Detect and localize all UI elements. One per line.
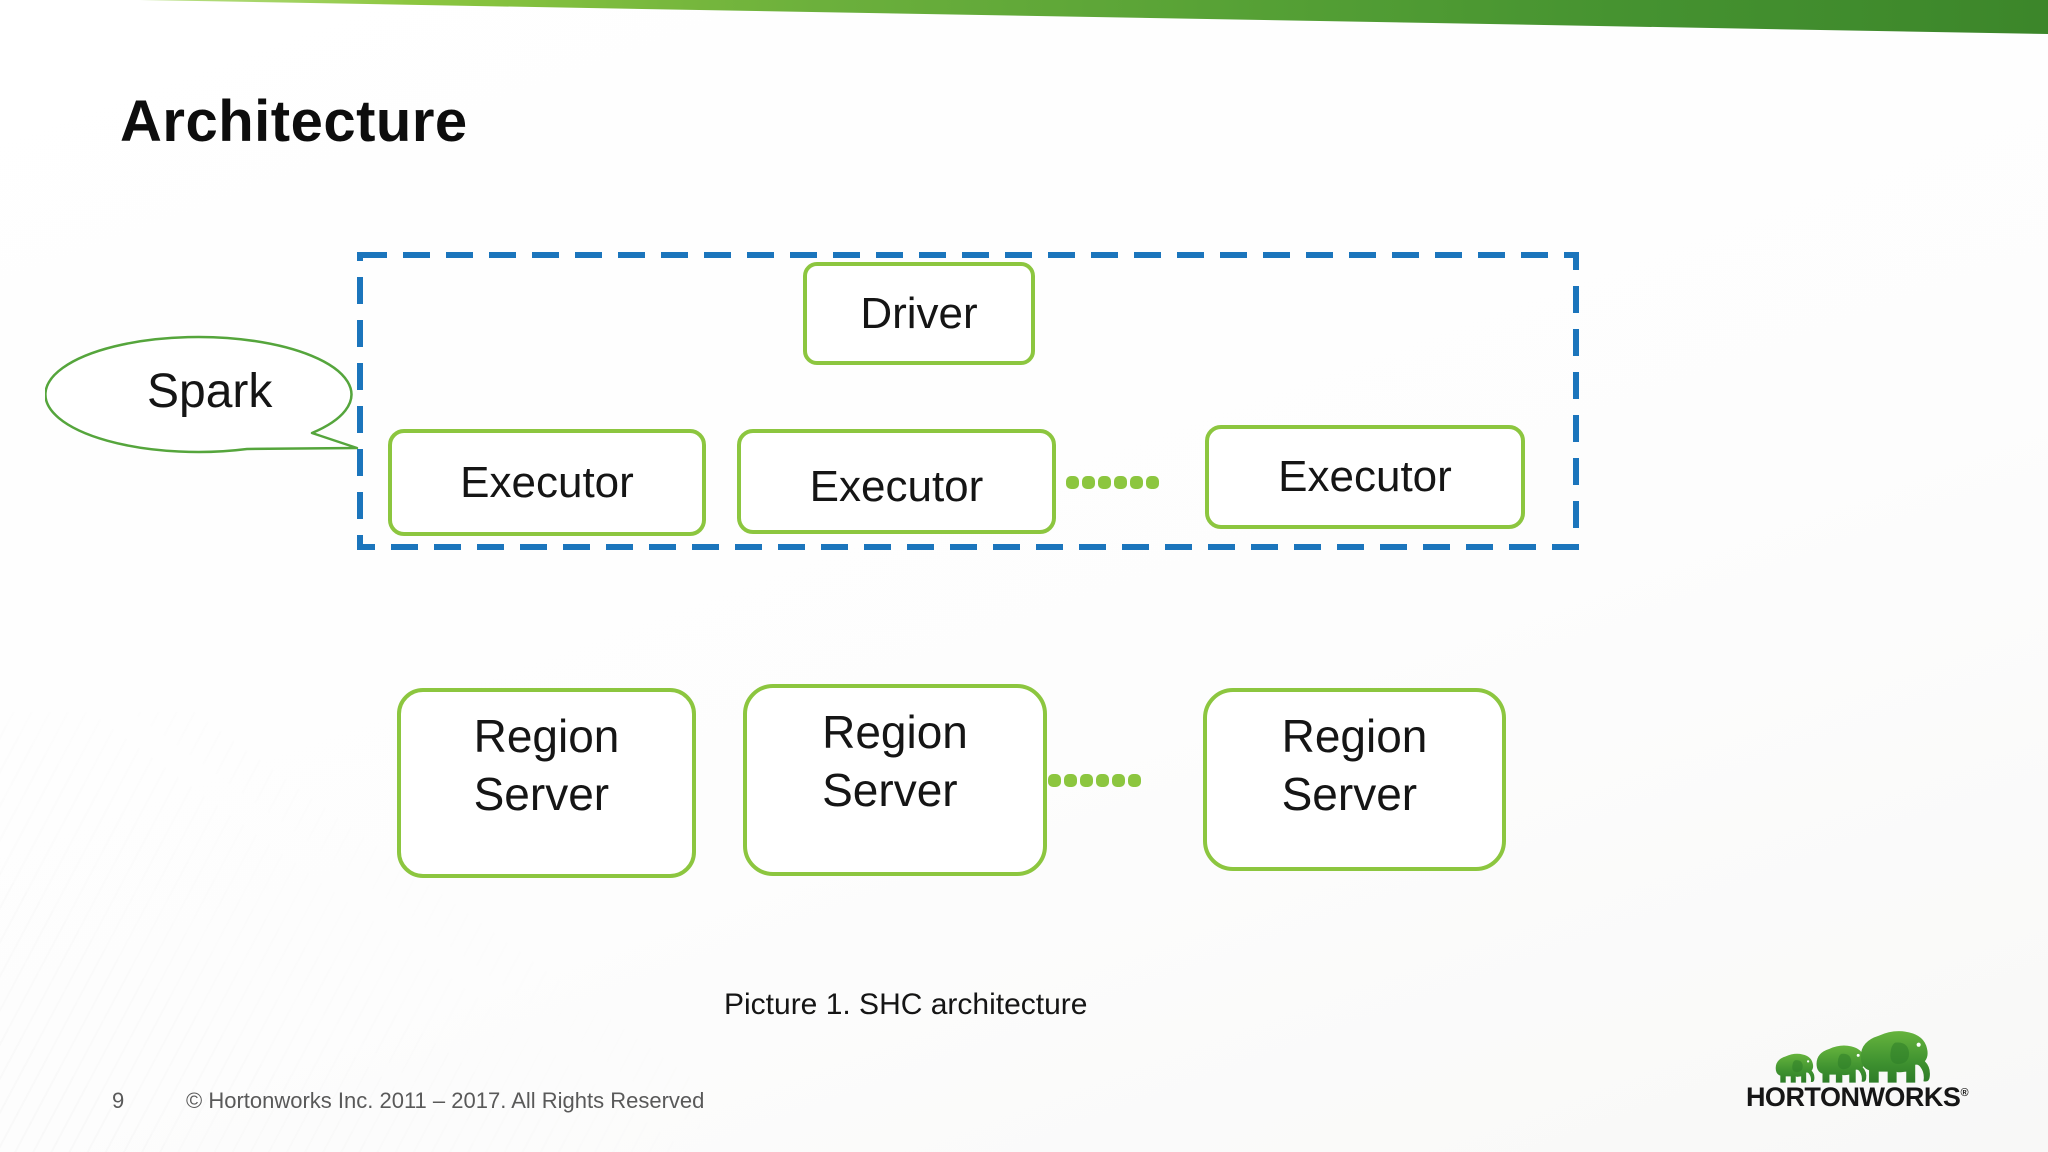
region-server-label: Region Server — [473, 710, 620, 820]
hortonworks-wordmark: HORTONWORKS® — [1742, 1082, 1972, 1113]
ellipsis-dot — [1128, 774, 1141, 787]
ellipsis-dot — [1080, 774, 1093, 787]
executor-ellipsis-dots — [1066, 476, 1159, 489]
ellipsis-dot — [1096, 774, 1109, 787]
region-server-ellipsis-dots — [1048, 774, 1141, 787]
executor-label: Executor — [1278, 452, 1452, 501]
executor-box-3: Executor — [1205, 425, 1525, 529]
spark-callout-bubble — [45, 335, 359, 454]
executor-label: Executor — [460, 457, 634, 507]
ellipsis-dot — [1146, 476, 1159, 489]
driver-box: Driver — [803, 262, 1035, 365]
executor-box-2: Executor — [737, 429, 1056, 534]
logo-text: HORTONWORKS — [1745, 1082, 1961, 1112]
region-server-box-2: Region Server — [743, 684, 1047, 876]
elephants-icon — [1775, 1031, 1930, 1083]
registered-mark: ® — [1960, 1087, 1969, 1099]
ellipsis-dot — [1114, 476, 1127, 489]
copyright-text: © Hortonworks Inc. 2011 – 2017. All Righ… — [186, 1088, 705, 1113]
figure-caption: Picture 1. SHC architecture — [724, 988, 1088, 1021]
hortonworks-logo: HORTONWORKS® — [1742, 1022, 1972, 1132]
top-green-swoosh — [140, 0, 2048, 34]
ellipsis-dot — [1098, 476, 1111, 489]
region-server-box-3: Region Server — [1203, 688, 1506, 871]
region-server-box-1: Region Server — [397, 688, 696, 878]
ellipsis-dot — [1112, 774, 1125, 787]
driver-label: Driver — [860, 288, 978, 338]
spark-cluster-dashed-border — [357, 252, 1579, 550]
ellipsis-dot — [1066, 476, 1079, 489]
region-server-label: Region Server — [1281, 710, 1428, 820]
page-number: 9 — [112, 1088, 125, 1113]
spark-label: Spark — [147, 365, 273, 418]
executor-label: Executor — [809, 461, 984, 511]
region-server-label: Region Server — [822, 706, 968, 816]
ellipsis-dot — [1064, 774, 1077, 787]
executor-box-1: Executor — [388, 429, 706, 536]
ellipsis-dot — [1130, 476, 1143, 489]
ellipsis-dot — [1082, 476, 1095, 489]
ellipsis-dot — [1048, 774, 1061, 787]
page-title: Architecture — [120, 89, 468, 154]
